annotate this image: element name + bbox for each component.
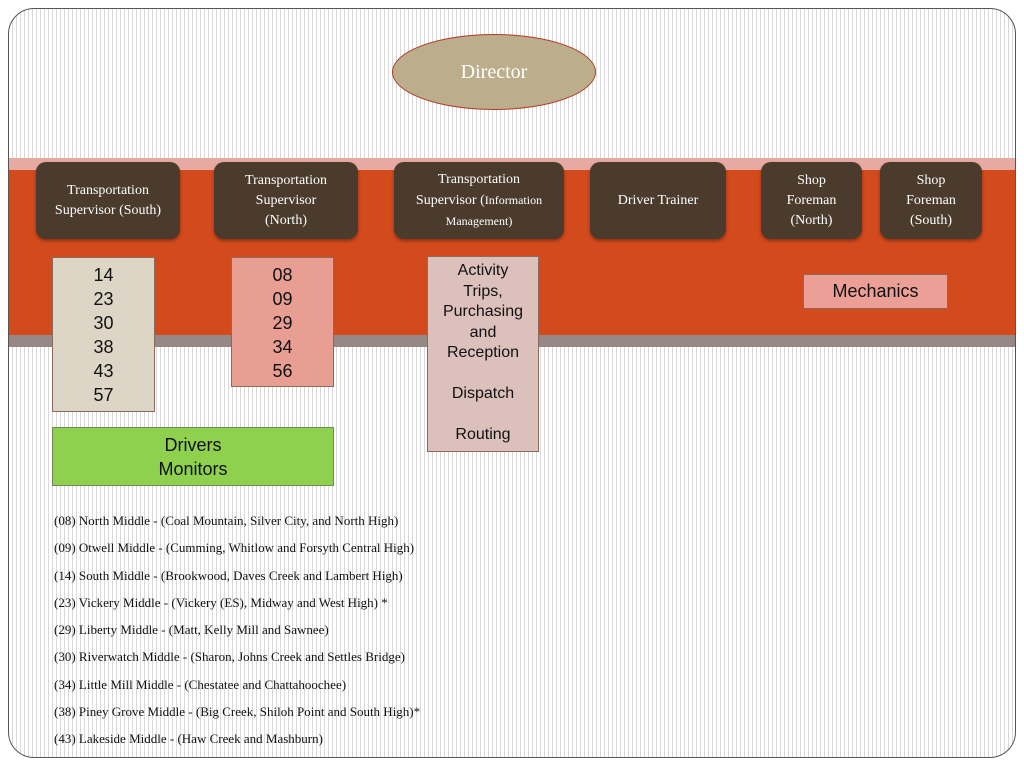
driver-trainer-label: Driver Trainer <box>617 192 699 208</box>
duty-line: Trips, <box>463 282 503 300</box>
duty-line: Dispatch <box>451 385 515 402</box>
shop-south-line2: Foreman <box>906 192 956 208</box>
school-list-item: (29) Liberty Middle - (Matt, Kelly Mill … <box>54 622 329 638</box>
duty-line: Reception <box>446 344 520 361</box>
driver-trainer: Driver Trainer <box>590 162 726 239</box>
transportation-supervisor-north: Transportation Supervisor (North) <box>214 162 358 239</box>
school-list-item: (38) Piney Grove Middle - (Big Creek, Sh… <box>54 704 421 720</box>
school-number: 23 <box>93 289 114 309</box>
school-number: 14 <box>93 265 114 285</box>
school-number: 38 <box>93 337 114 357</box>
school-number: 29 <box>272 313 293 333</box>
school-number: 43 <box>93 361 114 381</box>
north-school-numbers: 08 09 29 34 56 <box>231 257 334 387</box>
school-list-item: (30) Riverwatch Middle - (Sharon, Johns … <box>54 649 405 665</box>
school-list-item: (09) Otwell Middle - (Cumming, Whitlow a… <box>54 540 415 556</box>
ts-info-line3: Management) <box>445 214 513 228</box>
ts-info-line2b: Information <box>484 193 543 207</box>
org-chart-slide: Director Transportation Supervisor (Sout… <box>8 8 1016 758</box>
shop-north-line1: Shop <box>797 172 826 188</box>
director-node: Director <box>392 34 596 110</box>
shop-foreman-north: Shop Foreman (North) <box>761 162 862 239</box>
school-list-item: (34) Little Mill Middle - (Chestatee and… <box>54 676 347 692</box>
ts-north-line1: Transportation <box>245 172 327 188</box>
shop-south-line1: Shop <box>916 172 946 188</box>
transportation-supervisor-info-mgmt: Transportation Supervisor (Information M… <box>394 162 564 239</box>
shop-north-line2: Foreman <box>786 192 837 208</box>
duty-line: Routing <box>455 426 511 443</box>
director-label: Director <box>460 60 528 83</box>
duty-line: and <box>469 323 497 341</box>
shop-north-line3: (North) <box>790 212 833 228</box>
school-list-item: (23) Vickery Middle - (Vickery (ES), Mid… <box>54 594 388 610</box>
ts-north-line3: (North) <box>265 212 307 228</box>
school-list-item: (08) North Middle - (Coal Mountain, Silv… <box>54 513 399 528</box>
school-number: 57 <box>93 385 114 405</box>
duty-line: Activity <box>457 262 509 279</box>
mechanics-box: Mechanics <box>803 274 948 309</box>
monitors-label: Monitors <box>158 459 228 479</box>
ts-info-line1: Transportation <box>438 172 520 187</box>
transportation-supervisor-south: Transportation Supervisor (South) <box>36 162 180 239</box>
ts-info-line2a: Supervisor ( <box>415 193 485 208</box>
ts-north-line2: Supervisor <box>255 192 317 208</box>
shop-south-line3: (South) <box>909 212 952 228</box>
school-list-item: (43) Lakeside Middle - (Haw Creek and Ma… <box>54 731 323 747</box>
mechanics-label: Mechanics <box>832 281 919 301</box>
school-number: 34 <box>272 337 293 357</box>
shop-foreman-south: Shop Foreman (South) <box>880 162 982 239</box>
school-number: 08 <box>272 265 293 285</box>
duty-line: Purchasing <box>442 303 524 320</box>
ts-south-line1: Transportation <box>67 182 149 198</box>
school-number: 30 <box>93 313 114 333</box>
south-school-numbers: 14 23 30 38 43 57 <box>52 257 155 412</box>
school-list: (08) North Middle - (Coal Mountain, Silv… <box>54 507 420 753</box>
school-number: 56 <box>272 361 293 381</box>
drivers-monitors-box: Drivers Monitors <box>52 427 334 486</box>
info-management-duties: Activity Trips, Purchasing and Reception… <box>427 256 539 452</box>
school-list-item: (14) South Middle - (Brookwood, Daves Cr… <box>54 567 403 583</box>
school-number: 09 <box>272 289 293 309</box>
drivers-label: Drivers <box>164 435 222 455</box>
ts-south-line2: Supervisor (South) <box>54 202 162 218</box>
